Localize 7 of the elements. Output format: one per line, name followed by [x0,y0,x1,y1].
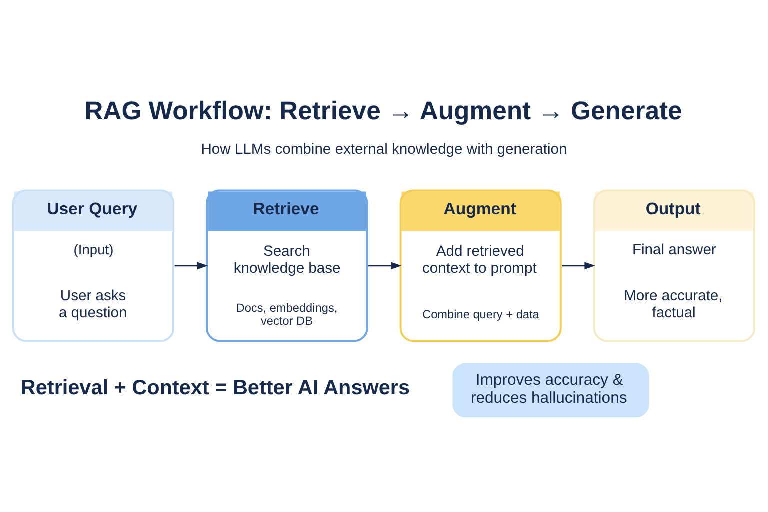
label: How LLMs combine external knowledge with generation [201,141,568,158]
arrow [174,262,208,270]
arrow [368,262,402,270]
arrow [562,262,596,270]
label: Retrieval + Context = Better AI Answers [20,376,410,400]
node-box: Improves accuracy & reduces hallucinations [452,362,650,418]
diagram-title: RAG Workflow: Retrieve → Augment → Generate [84,96,682,125]
